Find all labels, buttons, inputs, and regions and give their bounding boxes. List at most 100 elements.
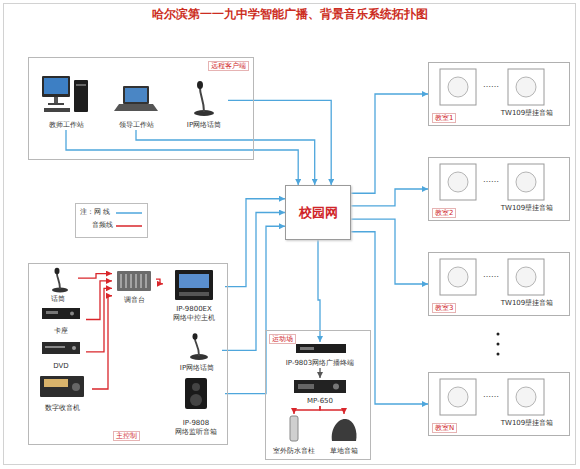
device-label: IP网络话筒 <box>187 121 221 129</box>
device-label: MP-650 <box>307 397 333 405</box>
classroom-box: ……TW109壁挂音箱教室3 <box>428 252 570 316</box>
legend-text: 音频线 <box>92 221 113 229</box>
device-label: 话筒 <box>51 295 65 303</box>
fader <box>141 274 142 288</box>
mic-head <box>55 268 60 274</box>
mic-stem <box>57 274 60 289</box>
device-label: 领导工作站 <box>119 121 154 129</box>
classroom-box: …… TW109壁挂音箱教室N <box>428 372 570 436</box>
network-cable <box>136 130 315 185</box>
mic-stem <box>200 88 204 112</box>
terminal-icon <box>296 344 346 353</box>
device-node: DVD <box>36 339 86 371</box>
speaker-model-label: TW109壁挂音箱 <box>501 204 554 212</box>
fader <box>126 274 127 288</box>
microphone-icon <box>52 268 68 293</box>
legend-line-sample <box>116 225 142 227</box>
network-cable <box>318 240 320 342</box>
network-cable <box>319 368 320 378</box>
fader <box>131 274 132 288</box>
audio-cable <box>294 406 320 414</box>
speaker-cone <box>448 172 468 192</box>
fader <box>146 274 147 288</box>
stand-base <box>48 103 64 105</box>
speaker-cone <box>448 77 468 97</box>
mic-head <box>193 333 198 339</box>
fader <box>136 274 137 288</box>
network-cable <box>228 100 331 185</box>
wall-speaker <box>508 164 544 200</box>
terminal-body <box>296 344 346 353</box>
dvd-tray <box>45 346 65 348</box>
device-node: IP网络话筒 <box>172 332 222 373</box>
speaker-cone <box>448 387 468 407</box>
speaker-cone <box>516 77 536 97</box>
laptop-icon <box>114 86 158 111</box>
title-text: 哈尔滨第一一九中学智能广播、背景音乐系统拓扑图 <box>0 6 580 23</box>
network-cable <box>225 226 285 393</box>
vertical-ellipsis <box>497 333 500 356</box>
device-node: IP-9803网络广播终端 <box>277 342 363 368</box>
speaker-cone <box>448 267 468 287</box>
audio-cable <box>78 274 112 279</box>
deck-body <box>42 308 80 319</box>
network-cable <box>351 219 428 284</box>
wall-speaker <box>440 164 476 200</box>
region-label: 主控制 <box>113 431 140 441</box>
network-cable <box>351 189 428 206</box>
speaker-model-label: TW109壁挂音箱 <box>501 109 554 117</box>
device-node: 草地音箱 <box>320 414 368 456</box>
column-speaker-icon <box>290 416 298 441</box>
room-label: 教室N <box>432 423 457 433</box>
fader <box>121 274 122 288</box>
device-node: IP-9800EX 网络中控主机 <box>163 267 225 323</box>
device-node: 卡座 <box>36 306 86 336</box>
device-node: 数字收音机 <box>32 373 92 413</box>
classroom-box: ……TW109壁挂音箱教室1 <box>428 62 570 126</box>
device-label: IP网络话筒 <box>180 364 214 372</box>
host-body <box>175 270 213 300</box>
dvd-knob <box>72 346 76 350</box>
audio-cable <box>320 406 344 414</box>
mic-head <box>197 81 203 89</box>
device-node: IP-9808 网络监听音箱 <box>167 375 225 437</box>
wall-speaker <box>440 379 476 415</box>
legend-text: 注：网 线 <box>80 208 110 216</box>
legend-frame <box>76 204 148 238</box>
pc-tower <box>74 80 88 112</box>
wall-speaker <box>440 259 476 295</box>
monitor-speaker-icon <box>185 378 207 409</box>
device-label: 数字收音机 <box>45 404 80 412</box>
region-box: 运动场IP-9803网络广播终端MP-650室外防水音柱草地音箱 <box>265 330 371 460</box>
stand <box>54 97 58 103</box>
ellipsis-dot <box>497 353 500 356</box>
outer-frame <box>4 4 576 465</box>
wall-speaker <box>440 69 476 105</box>
device-node: 领导工作站 <box>110 78 162 130</box>
woofer <box>190 394 202 406</box>
ellipsis-text: …… <box>483 390 499 400</box>
radio-knob <box>72 383 80 391</box>
mixer-body <box>117 271 151 291</box>
mixer-faders <box>121 274 146 288</box>
amp-body <box>294 380 346 393</box>
host-icon <box>175 270 213 300</box>
amp-knob <box>333 384 339 390</box>
keyboard <box>44 108 70 112</box>
speaker-model-label: TW109壁挂音箱 <box>501 419 554 427</box>
speaker-model-label: TW109壁挂音箱 <box>501 299 554 307</box>
wall-speaker <box>508 379 544 415</box>
network-cable <box>351 94 428 193</box>
ellipsis-text: …… <box>483 175 499 185</box>
speaker-cabinet <box>185 378 207 409</box>
deck-slot <box>46 311 58 314</box>
device-label: 调音台 <box>124 296 145 304</box>
ellipsis-text: …… <box>483 270 499 280</box>
region-box: 主控制 话筒卡座DVD 数字收音机 调音台 IP-9800EX 网络中控主机 IP网络话筒… <box>28 263 228 445</box>
wall-speaker <box>508 259 544 295</box>
device-node: 教师工作站 <box>38 72 94 130</box>
audio-cable <box>156 279 163 284</box>
amplifier-icon <box>294 380 346 393</box>
